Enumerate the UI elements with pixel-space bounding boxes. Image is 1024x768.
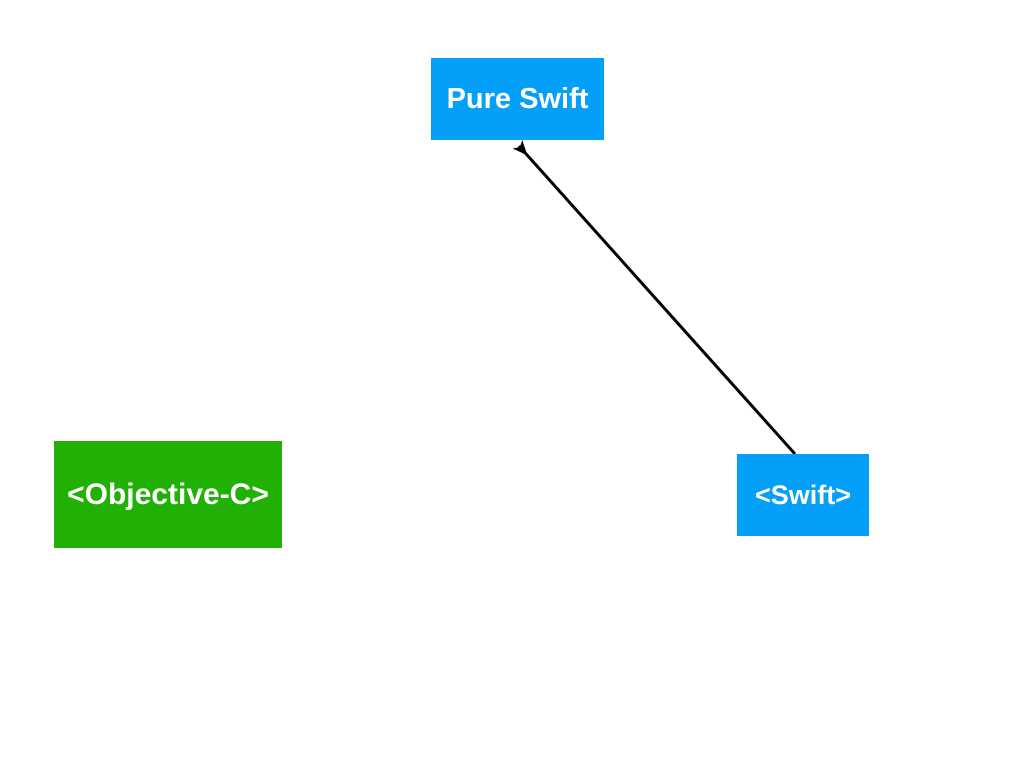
node-pure-swift[interactable]: Pure Swift	[431, 58, 604, 140]
node-pure-swift-label: Pure Swift	[446, 82, 589, 115]
node-swift[interactable]: <Swift>	[737, 454, 869, 536]
edge-swift-to-pure-swift	[512, 139, 797, 456]
node-objective-c-label: <Objective-C>	[67, 477, 269, 511]
node-swift-label: <Swift>	[754, 479, 852, 510]
node-objective-c[interactable]: <Objective-C>	[54, 441, 282, 548]
